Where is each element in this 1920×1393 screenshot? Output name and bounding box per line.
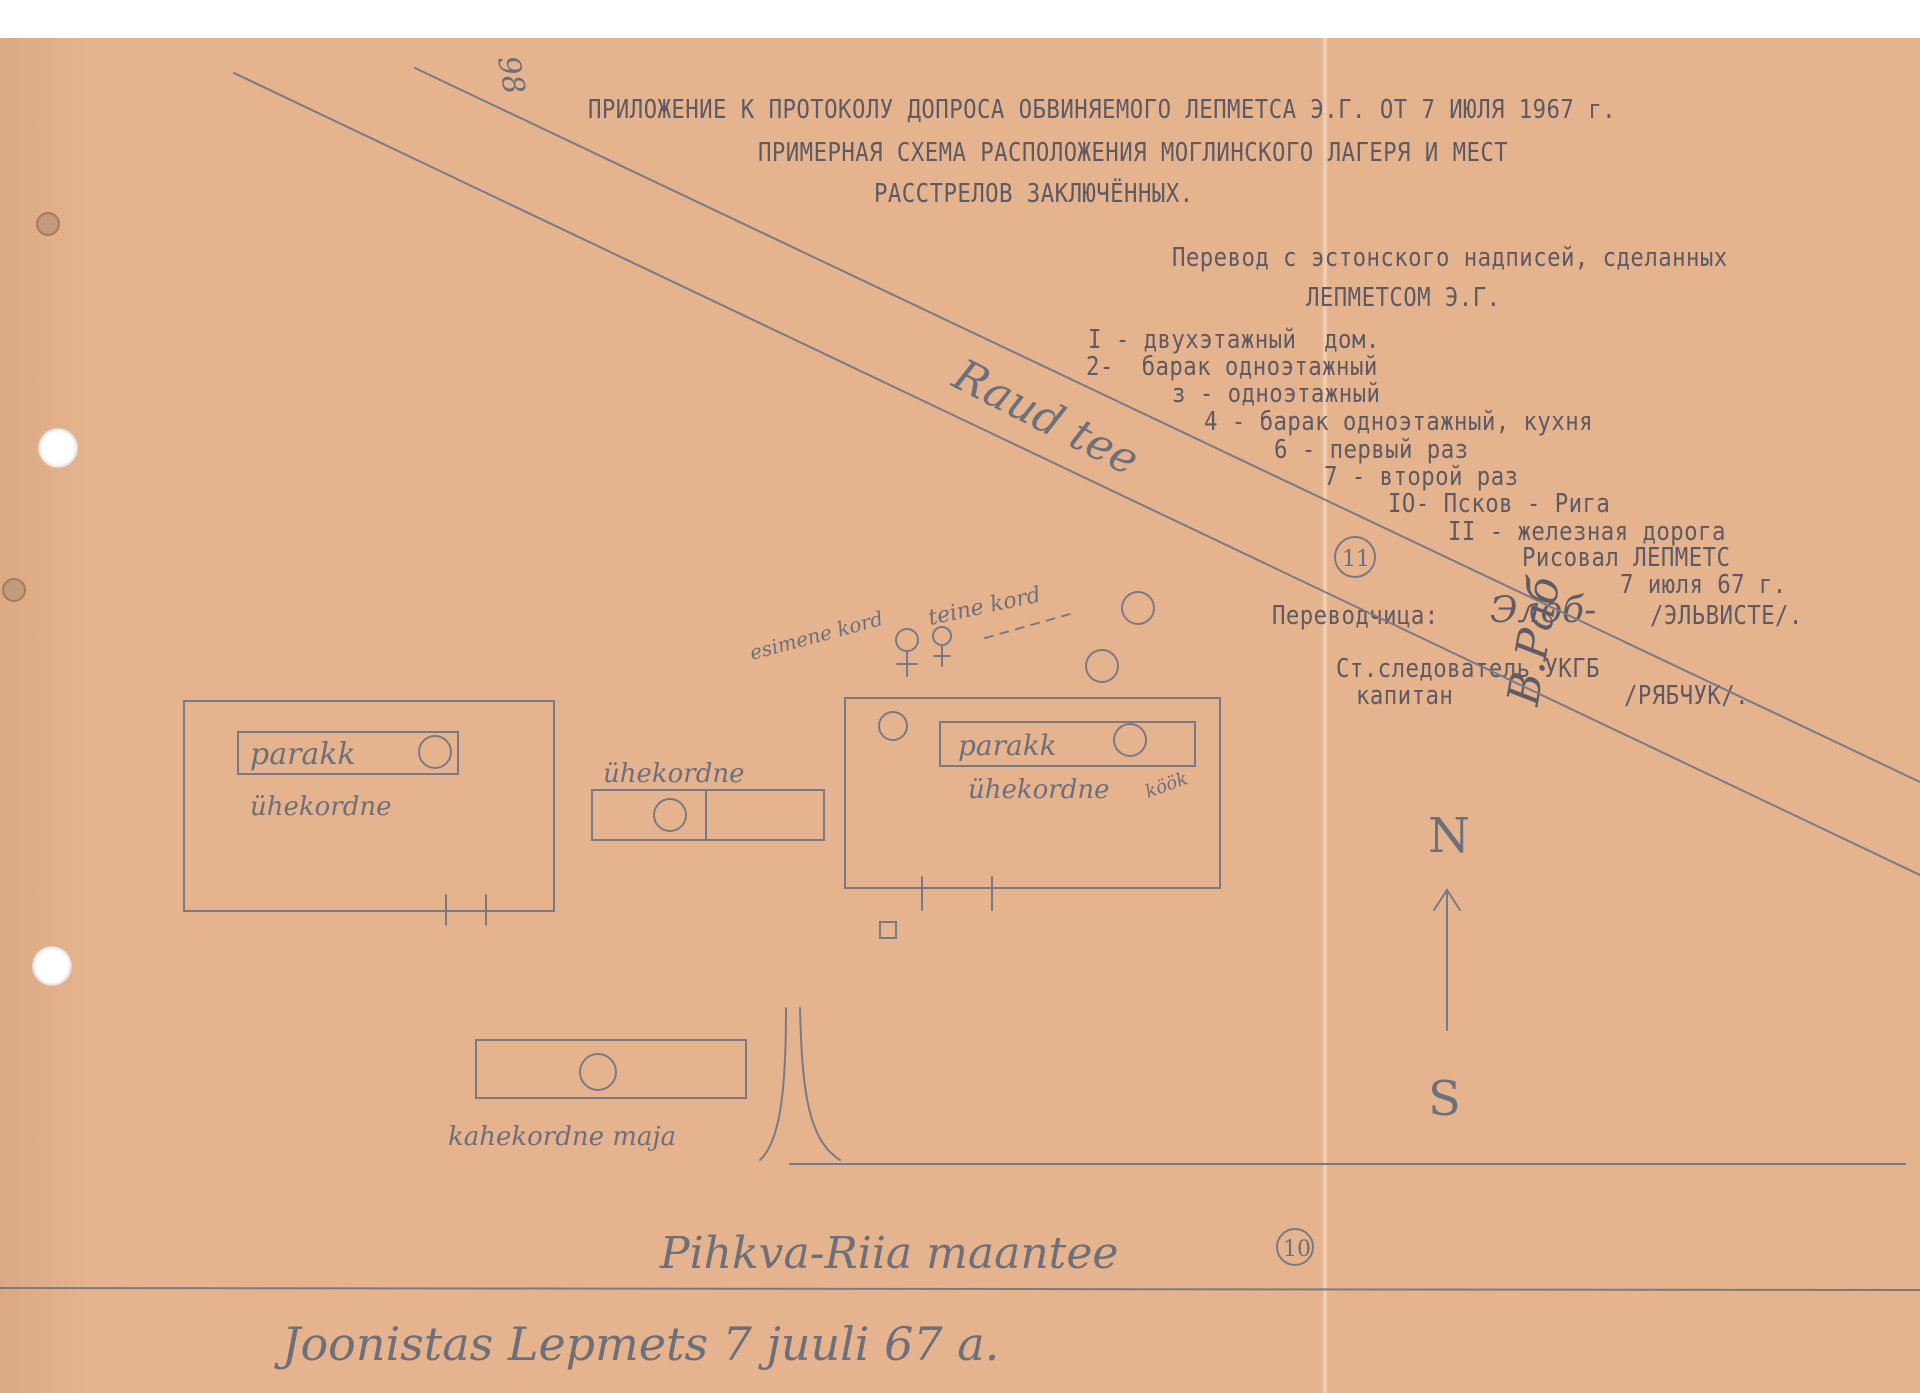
- marker-10-circle: [1276, 1228, 1314, 1266]
- marker-9-circle: [1121, 591, 1155, 625]
- legend-item-2: 2- барак одноэтажный: [1086, 352, 1378, 382]
- legend-item-4: 4 - барак одноэтажный, кухня: [1204, 407, 1593, 437]
- investigator-name: /РЯБЧУК/.: [1624, 681, 1750, 711]
- binding-pin-icon: [2, 578, 26, 602]
- legend-item-1: I - двухэтажный дом.: [1088, 325, 1380, 355]
- marker-1-circle: [579, 1053, 617, 1091]
- compass-north: N: [1428, 808, 1470, 864]
- legend-item-3: з - одноэтажный: [1172, 379, 1381, 409]
- translator-name: /ЭЛЬВИСТЕ/.: [1650, 601, 1803, 631]
- legend-item-6: 6 - первый раз: [1274, 435, 1469, 465]
- translation-intro-1: Перевод с эстонского надписей, сделанных: [1172, 243, 1728, 273]
- access-path: [759, 1007, 787, 1161]
- building-3-outline: [591, 789, 825, 841]
- road-line: [0, 1287, 1920, 1291]
- second-time-label: teine kord: [926, 583, 1043, 631]
- second-time-dashed-line: [984, 613, 1071, 639]
- footer-note: Joonistas Lepmets 7 juuli 67 a.: [274, 1317, 999, 1371]
- guard-post-icon: [879, 921, 897, 939]
- paper-fold-line: [1322, 38, 1328, 1393]
- legend-item-11: II - железная дорога: [1448, 517, 1726, 547]
- paper-edge-shade: [0, 38, 90, 1393]
- first-time-spot-icon: [895, 628, 919, 652]
- building-4-sublabel: ühekordne: [968, 775, 1110, 805]
- legend-item-10: IO- Псков - Рига: [1388, 489, 1611, 519]
- marker-11-number: 11: [1342, 547, 1370, 572]
- building-3-label: ühekordne: [603, 759, 745, 789]
- marker-4-circle: [1113, 723, 1147, 757]
- railway-label: Raud tee: [944, 349, 1147, 486]
- marker-10-number: 10: [1283, 1237, 1311, 1262]
- railway-line-upper: [233, 72, 1920, 876]
- building-2-label: parakk: [250, 737, 356, 772]
- marker-2-circle: [418, 735, 452, 769]
- railway-line-lower: [414, 67, 1920, 783]
- building-1-label: kahekordne maja: [448, 1122, 676, 1152]
- marker-11-circle: [1334, 536, 1376, 578]
- compass-arrow-head-icon: [1433, 888, 1461, 911]
- building-2-sublabel: ühekordne: [250, 792, 392, 822]
- translator-signature: Элоб-: [1490, 590, 1597, 631]
- marker-8-circle: [1085, 649, 1119, 683]
- building-4-label-box: [939, 721, 1196, 767]
- translation-intro-2: ЛЕПМЕТСОМ Э.Г.: [1306, 283, 1501, 313]
- compass-south: S: [1428, 1071, 1461, 1127]
- building-2-outline: [183, 700, 555, 912]
- investigator-rank: капитан: [1356, 681, 1454, 711]
- binding-pin-icon: [36, 212, 60, 236]
- drawn-date: 7 июля 67 г.: [1620, 570, 1787, 600]
- building-4-side-label: köök: [1143, 768, 1191, 803]
- building-1-outline: [475, 1039, 747, 1099]
- document-sheet: [0, 38, 1920, 1393]
- first-time-label: esimene kord: [747, 606, 885, 665]
- building-2-label-box: [237, 731, 459, 775]
- road-label: Pihkva-Riia maantee: [659, 1228, 1118, 1279]
- investigator-title: Ст.следователь УКГБ: [1336, 654, 1600, 684]
- building-4-outline: [844, 697, 1221, 889]
- page-number: 98: [490, 53, 531, 97]
- punch-hole-icon: [32, 946, 72, 986]
- drawn-by: Рисовал ЛЕПМЕТС: [1522, 543, 1731, 573]
- building-4-label: parakk: [958, 729, 1057, 762]
- marker-5-circle: [878, 711, 908, 741]
- legend-item-7: 7 - второй раз: [1324, 462, 1519, 492]
- punch-hole-icon: [38, 428, 78, 468]
- access-path: [799, 1007, 841, 1161]
- header-line-2: ПРИМЕРНАЯ СХЕМА РАСПОЛОЖЕНИЯ МОГЛИНСКОГО…: [758, 138, 1509, 168]
- marker-3-circle: [653, 798, 687, 832]
- header-line-3: РАССТРЕЛОВ ЗАКЛЮЧЁННЫХ.: [874, 179, 1194, 209]
- header-line-1: ПРИЛОЖЕНИЕ К ПРОТОКОЛУ ДОПРОСА ОБВИНЯЕМО…: [588, 95, 1617, 125]
